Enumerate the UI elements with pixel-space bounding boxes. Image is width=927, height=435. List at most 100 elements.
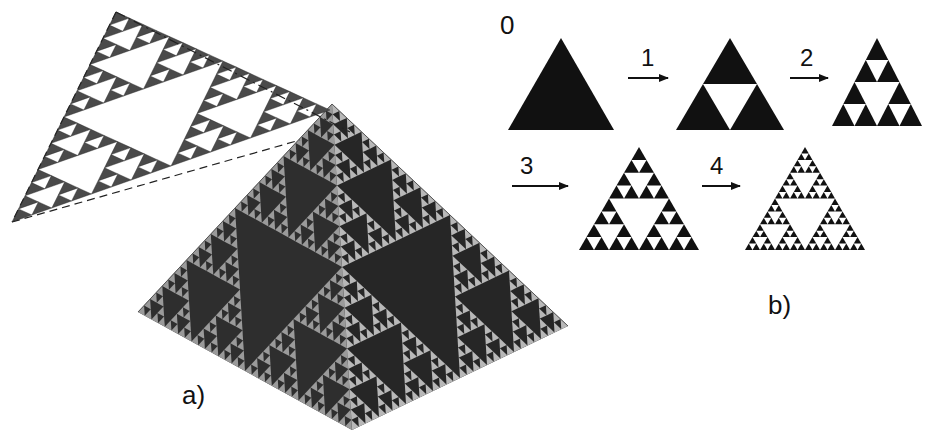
flat-cell bbox=[104, 90, 124, 103]
black-triangle bbox=[816, 173, 824, 179]
black-triangle bbox=[835, 244, 843, 250]
pyramid-left-cell bbox=[312, 293, 319, 303]
flat-cell bbox=[150, 30, 170, 43]
pyramid-left-cell bbox=[234, 290, 241, 300]
pyramid-right-cell bbox=[439, 378, 446, 388]
pyramid-left-cell bbox=[205, 342, 212, 352]
pyramid-right-cell bbox=[340, 226, 347, 236]
pyramid-left-cell bbox=[289, 339, 296, 349]
black-triangle bbox=[813, 231, 821, 237]
pyramid-right-cell bbox=[404, 363, 411, 373]
pyramid-left-cell bbox=[205, 244, 212, 254]
flat-cell bbox=[297, 98, 317, 111]
black-triangle bbox=[854, 237, 862, 244]
pyramid-left-cell bbox=[336, 267, 343, 277]
pyramid-right-cell bbox=[454, 276, 461, 286]
pyramid-right-cell bbox=[480, 358, 487, 368]
flat-cell bbox=[230, 67, 250, 80]
black-triangle bbox=[843, 82, 866, 104]
pyramid-right-cell bbox=[335, 145, 342, 155]
black-triangle bbox=[730, 84, 784, 130]
black-triangle bbox=[654, 211, 669, 224]
black-triangle bbox=[828, 205, 836, 212]
pyramid-left-cell bbox=[266, 179, 273, 189]
pyramid-right-cell bbox=[374, 220, 381, 230]
pyramid-right-cell bbox=[391, 390, 398, 400]
black-triangle bbox=[828, 218, 836, 225]
pyramid-left-cell bbox=[219, 262, 226, 272]
black-triangle bbox=[846, 224, 854, 230]
black-triangle bbox=[609, 211, 624, 224]
pyramid-left-cell bbox=[309, 242, 316, 252]
flat-cell bbox=[45, 176, 65, 189]
pyramid-left-cell bbox=[225, 353, 232, 363]
black-triangle bbox=[594, 237, 609, 250]
pyramid-left-cell bbox=[269, 339, 276, 349]
pyramid-right-cell bbox=[392, 180, 399, 190]
flat-cell bbox=[257, 112, 277, 125]
pyramid-right-cell bbox=[460, 263, 467, 273]
pyramid-right-cell bbox=[481, 273, 488, 283]
pyramid-right-cell bbox=[507, 345, 514, 355]
black-triangle bbox=[771, 199, 779, 205]
pyramid-right-cell bbox=[470, 321, 477, 331]
black-triangle bbox=[813, 166, 821, 173]
pyramid-left-cell bbox=[294, 313, 301, 323]
pyramid-left-cell bbox=[178, 328, 185, 338]
pyramid-right-cell bbox=[456, 317, 463, 327]
black-triangle bbox=[813, 192, 821, 198]
pyramid-left-cell bbox=[220, 272, 227, 282]
flat-cell bbox=[124, 83, 144, 96]
pyramid-left-cell bbox=[177, 307, 184, 317]
pyramid-right-cell bbox=[370, 159, 377, 169]
black-triangle bbox=[779, 211, 787, 217]
flat-cell bbox=[283, 92, 303, 105]
pyramid-right-cell bbox=[389, 234, 396, 244]
step-arrow bbox=[628, 77, 668, 79]
pyramid-left-cell bbox=[252, 368, 259, 378]
flat-cell bbox=[184, 127, 204, 140]
black-triangle bbox=[632, 147, 647, 160]
pyramid-right-cell bbox=[377, 386, 384, 396]
pyramid-right-cell bbox=[337, 186, 344, 196]
pyramid-right-cell bbox=[458, 347, 465, 357]
black-triangle bbox=[816, 224, 824, 230]
flat-cell bbox=[217, 126, 237, 139]
black-triangle bbox=[783, 179, 791, 185]
black-triangle bbox=[756, 224, 764, 230]
black-triangle bbox=[768, 218, 776, 225]
black-triangle bbox=[779, 237, 787, 244]
flat-cell bbox=[210, 74, 230, 87]
flat-cell bbox=[243, 73, 263, 86]
pyramid-right-cell bbox=[362, 373, 369, 383]
pyramid-right-cell bbox=[341, 131, 348, 141]
pyramid-right-cell bbox=[373, 315, 380, 325]
black-triangle bbox=[617, 173, 632, 186]
sierpinski-stage bbox=[676, 38, 784, 130]
flat-cell bbox=[72, 188, 92, 201]
pyramid-right-cell bbox=[339, 216, 346, 226]
flat-cell bbox=[217, 61, 237, 74]
pyramid-left-cell bbox=[319, 209, 326, 219]
sierpinski-stage bbox=[745, 147, 865, 250]
pyramid-right-cell bbox=[401, 323, 408, 333]
pyramid-right-cell bbox=[446, 374, 453, 384]
black-triangle bbox=[820, 218, 828, 225]
black-triangle bbox=[877, 104, 900, 126]
black-triangle bbox=[835, 218, 843, 225]
pyramid-left-cell bbox=[321, 131, 328, 141]
pyramid-right-cell bbox=[524, 295, 531, 305]
pyramid-left-cell bbox=[317, 168, 324, 178]
pyramid-left-cell bbox=[218, 350, 225, 360]
flat-cell bbox=[78, 142, 98, 155]
pyramid-left-cell bbox=[319, 199, 326, 209]
pyramid-left-cell bbox=[210, 316, 217, 326]
pyramid-right-cell bbox=[392, 400, 399, 410]
pyramid-right-cell bbox=[347, 128, 354, 138]
pyramid-left-cell bbox=[308, 232, 315, 242]
pyramid-left-cell bbox=[322, 151, 329, 161]
pyramid-left-cell bbox=[314, 127, 321, 137]
pyramid-right-cell bbox=[368, 234, 375, 244]
pyramid-right-cell bbox=[401, 207, 408, 217]
step-arrow bbox=[702, 185, 740, 187]
